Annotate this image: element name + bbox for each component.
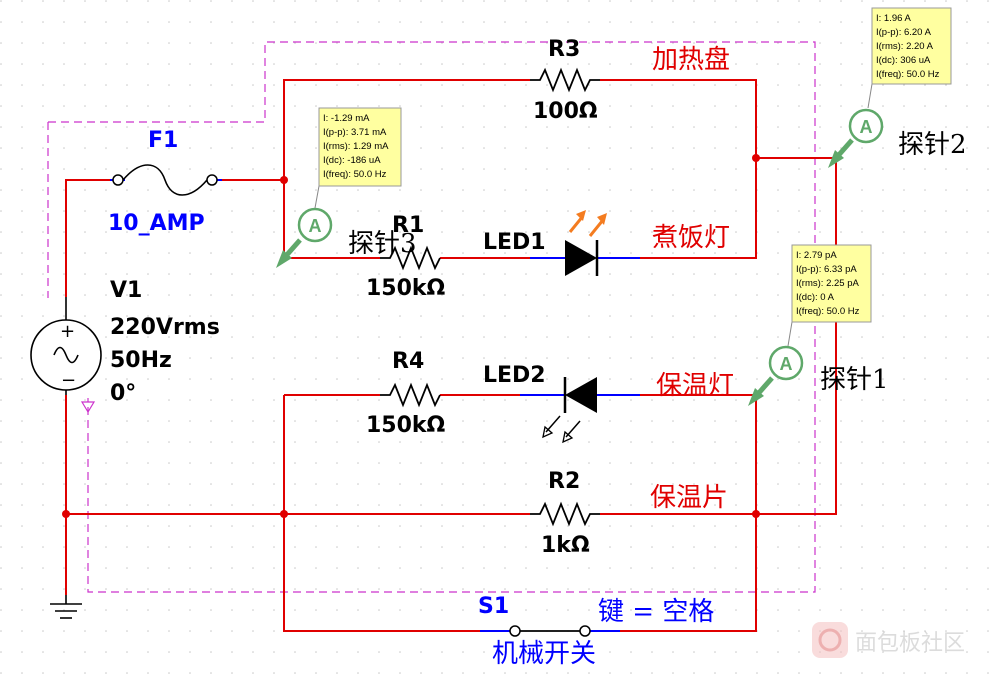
v1-phase: 0° xyxy=(110,381,136,406)
resistor-r2[interactable] xyxy=(530,501,600,527)
probe-1-reading-ifreq: I(freq): 50.0 Hz xyxy=(796,306,860,317)
s1-description: 机械开关 xyxy=(492,639,596,669)
probe-2-symbol: A xyxy=(860,117,873,137)
probe-1-reading-idc: I(dc): 0 A xyxy=(796,292,835,303)
probe-3-tooltip: I: -1.29 mA I(p-p): 3.71 mA I(rms): 1.29… xyxy=(318,107,402,187)
led2-name: LED2 xyxy=(483,363,546,388)
blue-wires xyxy=(110,179,640,632)
probe-2-reading-ifreq: I(freq): 50.0 Hz xyxy=(876,69,940,80)
v1-frequency: 50Hz xyxy=(110,348,172,373)
boundary-outline xyxy=(48,41,816,593)
probe-1-reading-i: I: 2.79 pA xyxy=(796,250,837,261)
warm-plate-label: 保温片 xyxy=(650,483,728,513)
probe-1-symbol: A xyxy=(780,354,793,374)
s1-key-label: 键 = 空格 xyxy=(598,597,714,627)
svg-text:+: + xyxy=(60,321,75,342)
ac-source-v1[interactable]: + − xyxy=(30,297,102,395)
probe-3-ammeter[interactable]: A xyxy=(276,207,333,268)
probe-3-reading-ifreq: I(freq): 50.0 Hz xyxy=(323,169,387,180)
probe-3-reading-i: I: -1.29 mA xyxy=(323,113,370,124)
led-led1[interactable] xyxy=(565,210,607,276)
heating-plate-label: 加热盘 xyxy=(652,45,730,75)
probe-1-ammeter[interactable]: A xyxy=(748,345,804,406)
probe-1-leader xyxy=(787,321,793,347)
probe-2-reading-i: I: 1.96 A xyxy=(876,13,912,24)
probe-3-symbol: A xyxy=(309,216,322,236)
probe-1-reading-ipp: I(p-p): 6.33 pA xyxy=(796,264,857,275)
junction-dots xyxy=(62,154,760,518)
led-led2[interactable] xyxy=(542,377,597,444)
watermark: 面包板社区 xyxy=(812,622,965,658)
probe-2-tooltip: I: 1.96 A I(p-p): 6.20 A I(rms): 2.20 A … xyxy=(871,7,952,85)
r1-value: 150kΩ xyxy=(366,276,446,301)
s1-name: S1 xyxy=(478,594,509,619)
probe-3-reading-ipp: I(p-p): 3.71 mA xyxy=(323,127,387,138)
r2-name: R2 xyxy=(548,469,580,494)
resistor-r4[interactable] xyxy=(380,382,441,408)
f1-name: F1 xyxy=(148,128,178,153)
warm-lamp-label: 保温灯 xyxy=(656,371,734,401)
boundary-marker-arrow xyxy=(80,401,96,414)
probe-1-name: 探针1 xyxy=(820,365,889,395)
probe-2-reading-ipp: I(p-p): 6.20 A xyxy=(876,27,932,38)
red-wires xyxy=(65,79,837,632)
probe-2-ammeter[interactable]: A xyxy=(828,108,884,168)
probe-2-reading-irms: I(rms): 2.20 A xyxy=(876,41,934,52)
probe-3-leader xyxy=(314,185,320,209)
watermark-text: 面包板社区 xyxy=(855,631,965,656)
v1-name: V1 xyxy=(110,278,142,303)
v1-voltage: 220Vrms xyxy=(110,315,220,340)
probe-1-tooltip: I: 2.79 pA I(p-p): 6.33 pA I(rms): 2.25 … xyxy=(791,244,872,323)
r4-name: R4 xyxy=(392,349,424,374)
r1-name: R1 xyxy=(392,213,424,238)
probe-2-reading-idc: I(dc): 306 uA xyxy=(876,55,931,66)
fuse-f1[interactable] xyxy=(112,164,218,196)
probe-3-reading-irms: I(rms): 1.29 mA xyxy=(323,141,389,152)
probe-2-leader xyxy=(867,83,873,109)
probe-3-name: 探针3 xyxy=(348,229,417,259)
resistor-r3[interactable] xyxy=(530,67,600,93)
probe-1-reading-irms: I(rms): 2.25 pA xyxy=(796,278,859,289)
ground-symbol xyxy=(50,595,82,619)
led1-name: LED1 xyxy=(483,230,546,255)
svg-text:−: − xyxy=(61,370,76,391)
r3-name: R3 xyxy=(548,37,580,62)
probe-3-reading-idc: I(dc): -186 uA xyxy=(323,155,381,166)
probe-2-name: 探针2 xyxy=(898,130,967,160)
cook-lamp-label: 煮饭灯 xyxy=(652,223,730,253)
switch-s1[interactable] xyxy=(509,625,591,637)
r4-value: 150kΩ xyxy=(366,413,446,438)
resistor-r1[interactable] xyxy=(380,245,441,271)
r3-value: 100Ω xyxy=(533,99,598,124)
f1-value: 10_AMP xyxy=(108,211,205,236)
r2-value: 1kΩ xyxy=(541,533,590,558)
